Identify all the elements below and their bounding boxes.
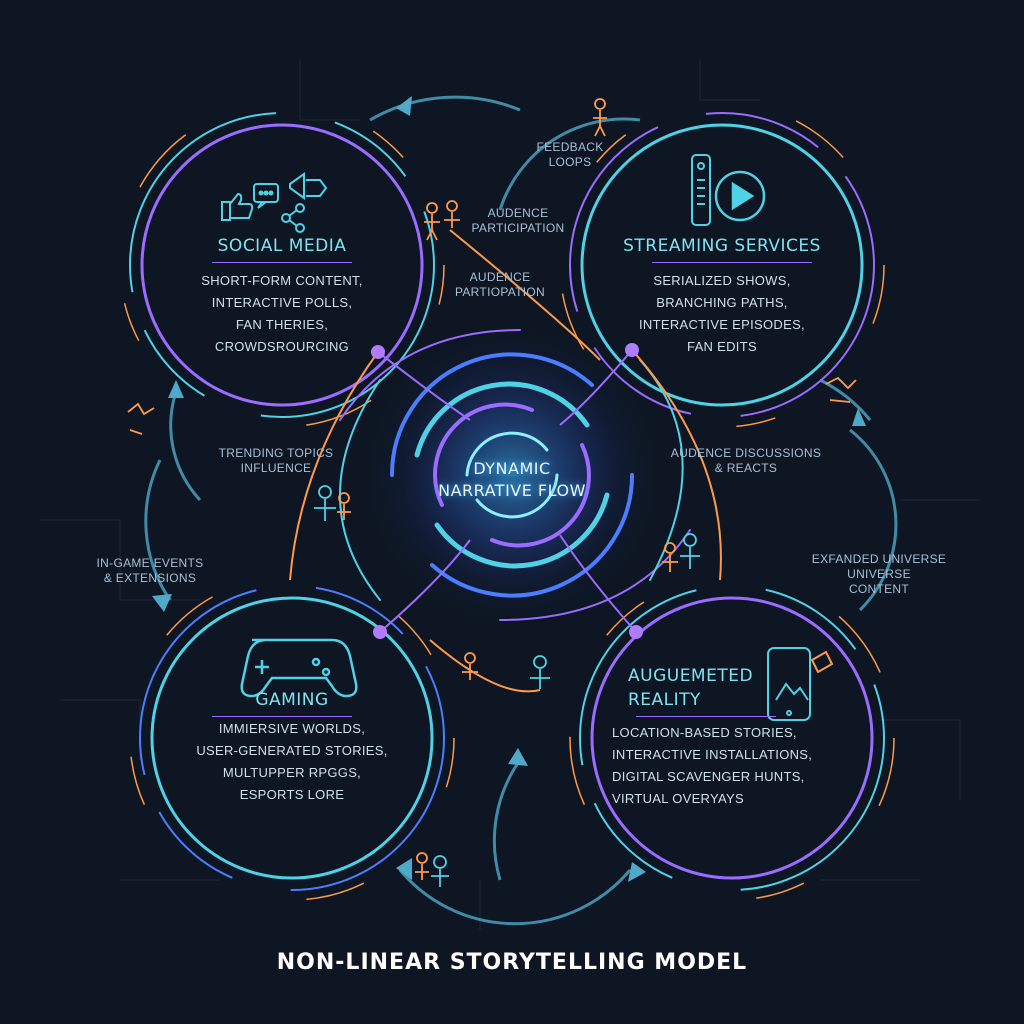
- megaphone-icon: [289, 172, 328, 200]
- label-expanded-universe: EXFANDED UNIVERSE UNIVERSE CONTENT: [794, 552, 964, 597]
- underline-gaming: [212, 716, 352, 717]
- label-line: LOOPS: [548, 155, 592, 169]
- ring-augmented-reality: [569, 575, 895, 901]
- node-title-augmented-reality: AUGUEMETED REALITY: [628, 664, 768, 712]
- label-trending-topics: TRENDING TOPICS INFLUENCE: [196, 446, 356, 476]
- list-item: MULTUPPER RPGGS,: [222, 765, 362, 780]
- label-line: IN-GAME EVENTS: [96, 556, 204, 570]
- label-line: UNIVERSE: [847, 567, 911, 581]
- underline-streaming-services: [652, 262, 812, 263]
- diagram-title: NON-LINEAR STORYTELLING MODEL: [276, 950, 748, 975]
- list-item: INTERACTIVE POLLS,: [211, 295, 353, 310]
- list-item: VIRTUAL OVERYAYS: [612, 791, 744, 806]
- ring-gaming: [129, 575, 455, 901]
- list-item: CROWDSROURCING: [214, 339, 350, 354]
- label-line: & EXTENSIONS: [103, 571, 197, 585]
- node-list-streaming-services: SERIALIZED SHOWS, BRANCHING PATHS, INTER…: [602, 270, 842, 358]
- node-list-social-media: SHORT-FORM CONTENT, INTERACTIVE POLLS, F…: [162, 270, 402, 358]
- list-item: SERIALIZED SHOWS,: [653, 273, 791, 288]
- share-icon: [281, 203, 305, 233]
- label-line: PARTICIPATION: [471, 221, 565, 235]
- gamepad-icon: [240, 638, 358, 698]
- people-icon: [127, 98, 857, 887]
- label-line: AUDENCE DISCUSSIONS: [670, 446, 822, 460]
- junction-dots: [371, 343, 643, 639]
- node-list-augmented-reality: LOCATION-BASED STORIES, INTERACTIVE INST…: [612, 722, 882, 810]
- ring-streaming-services: [559, 102, 885, 428]
- label-line: CONTENT: [848, 582, 910, 596]
- node-list-gaming: IMMIERSIVE WORLDS, USER-GENERATED STORIE…: [162, 718, 422, 806]
- node-title-line: AUGUEMETED: [628, 666, 754, 686]
- center-title: DYNAMIC NARRATIVE FLOW: [400, 458, 624, 502]
- list-item: FAN THERIES,: [235, 317, 329, 332]
- list-item: USER-GENERATED STORIES,: [196, 743, 388, 758]
- thumbs-up-icon: [221, 192, 254, 221]
- label-line: TRENDING TOPICS: [218, 446, 334, 460]
- underline-social-media: [212, 262, 352, 263]
- underline-augmented-reality: [636, 716, 776, 717]
- list-item: INTERACTIVE INSTALLATIONS,: [612, 747, 813, 762]
- label-line: INFLUENCE: [240, 461, 312, 475]
- label-audience-participation-mid: AUDENCE PARTIOPATION: [430, 270, 570, 300]
- label-audience-participation-top: AUDENCE PARTICIPATION: [448, 206, 588, 236]
- node-title-social-media: SOCIAL MEDIA: [217, 236, 347, 256]
- label-line: EXFANDED UNIVERSE: [811, 552, 947, 566]
- connector-arcs: [144, 95, 898, 926]
- list-item: LOCATION-BASED STORIES,: [612, 725, 797, 740]
- label-ingame-events: IN-GAME EVENTS & EXTENSIONS: [80, 556, 220, 586]
- remote-control-icon: [691, 154, 711, 226]
- label-line: PARTIOPATION: [454, 285, 546, 299]
- label-line: AUDENCE: [469, 270, 531, 284]
- label-line: FEEDBACK: [536, 140, 604, 154]
- chat-bubble-icon: [253, 183, 279, 209]
- label-feedback-loops: FEEDBACK LOOPS: [500, 140, 640, 170]
- node-title-streaming-services: STREAMING SERVICES: [623, 236, 821, 256]
- center-title-line: DYNAMIC: [473, 459, 551, 478]
- label-audience-discussions: AUDENCE DISCUSSIONS & REACTS: [656, 446, 836, 476]
- node-links: [289, 229, 722, 693]
- node-title-gaming: GAMING: [255, 690, 329, 710]
- ring-social-media: [119, 102, 445, 428]
- play-icon: [714, 170, 766, 222]
- list-item: ESPORTS LORE: [239, 787, 345, 802]
- list-item: INTERACTIVE EPISODES,: [639, 317, 805, 332]
- label-line: & REACTS: [714, 461, 778, 475]
- list-item: BRANCHING PATHS,: [656, 295, 788, 310]
- arrowheads: [152, 96, 866, 882]
- list-item: IMMIERSIVE WORLDS,: [218, 721, 366, 736]
- label-line: AUDENCE: [487, 206, 549, 220]
- list-item: FAN EDITS: [687, 339, 757, 354]
- list-item: DIGITAL SCAVENGER HUNTS,: [612, 769, 805, 784]
- list-item: SHORT-FORM CONTENT,: [201, 273, 363, 288]
- node-title-line: REALITY: [628, 690, 701, 710]
- ar-phone-icon: [767, 647, 834, 721]
- center-title-line: NARRATIVE FLOW: [438, 481, 586, 500]
